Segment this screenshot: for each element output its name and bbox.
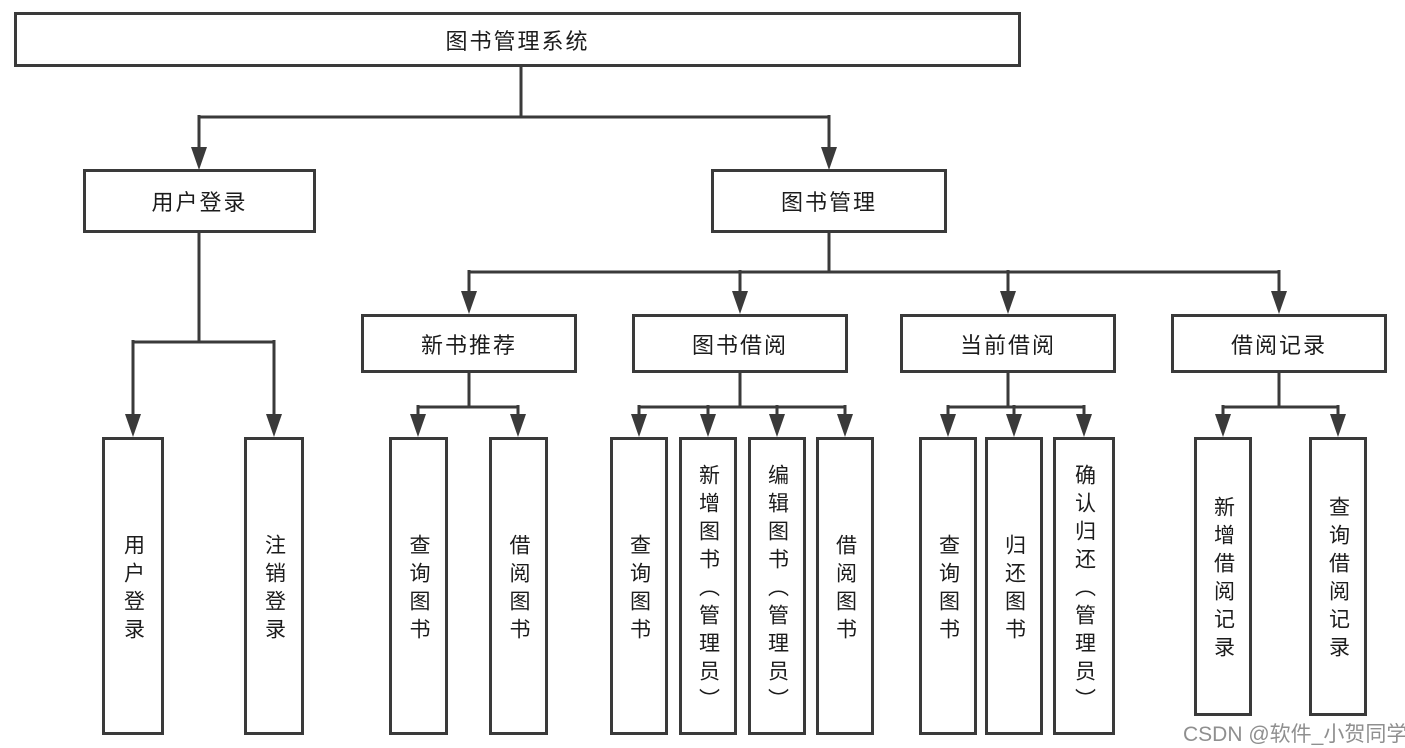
arrowhead-group bbox=[125, 147, 1346, 437]
leaf-label: 查询借阅记录 bbox=[1326, 496, 1350, 664]
leaf-borrow-books-recommend: 借阅图书 bbox=[489, 437, 548, 735]
leaf-logout: 注销登录 bbox=[244, 437, 304, 735]
leaf-borrow-books: 借阅图书 bbox=[816, 437, 874, 735]
leaf-add-book-admin: 新增图书（管理员） bbox=[679, 437, 737, 735]
node-borrow-records: 借阅记录 bbox=[1171, 314, 1387, 373]
leaf-label: 注销登录 bbox=[262, 533, 286, 646]
node-book-borrow: 图书借阅 bbox=[632, 314, 848, 373]
node-current-borrow: 当前借阅 bbox=[900, 314, 1116, 373]
leaf-query-books-current: 查询图书 bbox=[919, 437, 977, 735]
leaf-label: 归还图书 bbox=[1002, 533, 1026, 646]
leaf-label: 用户登录 bbox=[121, 533, 145, 646]
leaf-label: 借阅图书 bbox=[833, 533, 857, 646]
leaf-label: 查询图书 bbox=[627, 533, 651, 646]
leaf-query-borrow-record: 查询借阅记录 bbox=[1309, 437, 1367, 716]
leaf-add-borrow-record: 新增借阅记录 bbox=[1194, 437, 1252, 716]
leaf-user-login: 用户登录 bbox=[102, 437, 164, 735]
leaf-query-books-recommend: 查询图书 bbox=[389, 437, 448, 735]
leaf-label: 借阅图书 bbox=[507, 533, 530, 646]
node-library-management-system: 图书管理系统 bbox=[14, 12, 1021, 67]
leaf-label: 新增图书（管理员） bbox=[696, 463, 720, 716]
node-new-book-recommend: 新书推荐 bbox=[361, 314, 577, 373]
leaf-label: 查询图书 bbox=[407, 533, 430, 646]
node-book-management: 图书管理 bbox=[711, 169, 947, 233]
leaf-confirm-return-admin: 确认归还（管理员） bbox=[1053, 437, 1115, 735]
leaf-label: 新增借阅记录 bbox=[1211, 496, 1235, 664]
node-user-login: 用户登录 bbox=[83, 169, 316, 233]
leaf-label: 查询图书 bbox=[936, 533, 960, 646]
leaf-return-books: 归还图书 bbox=[985, 437, 1043, 735]
leaf-label: 确认归还（管理员） bbox=[1072, 463, 1096, 716]
leaf-query-books-borrow: 查询图书 bbox=[610, 437, 668, 735]
leaf-label: 编辑图书（管理员） bbox=[765, 463, 789, 716]
csdn-watermark: CSDN @软件_小贺同学 bbox=[1183, 723, 1405, 746]
leaf-edit-book-admin: 编辑图书（管理员） bbox=[748, 437, 806, 735]
